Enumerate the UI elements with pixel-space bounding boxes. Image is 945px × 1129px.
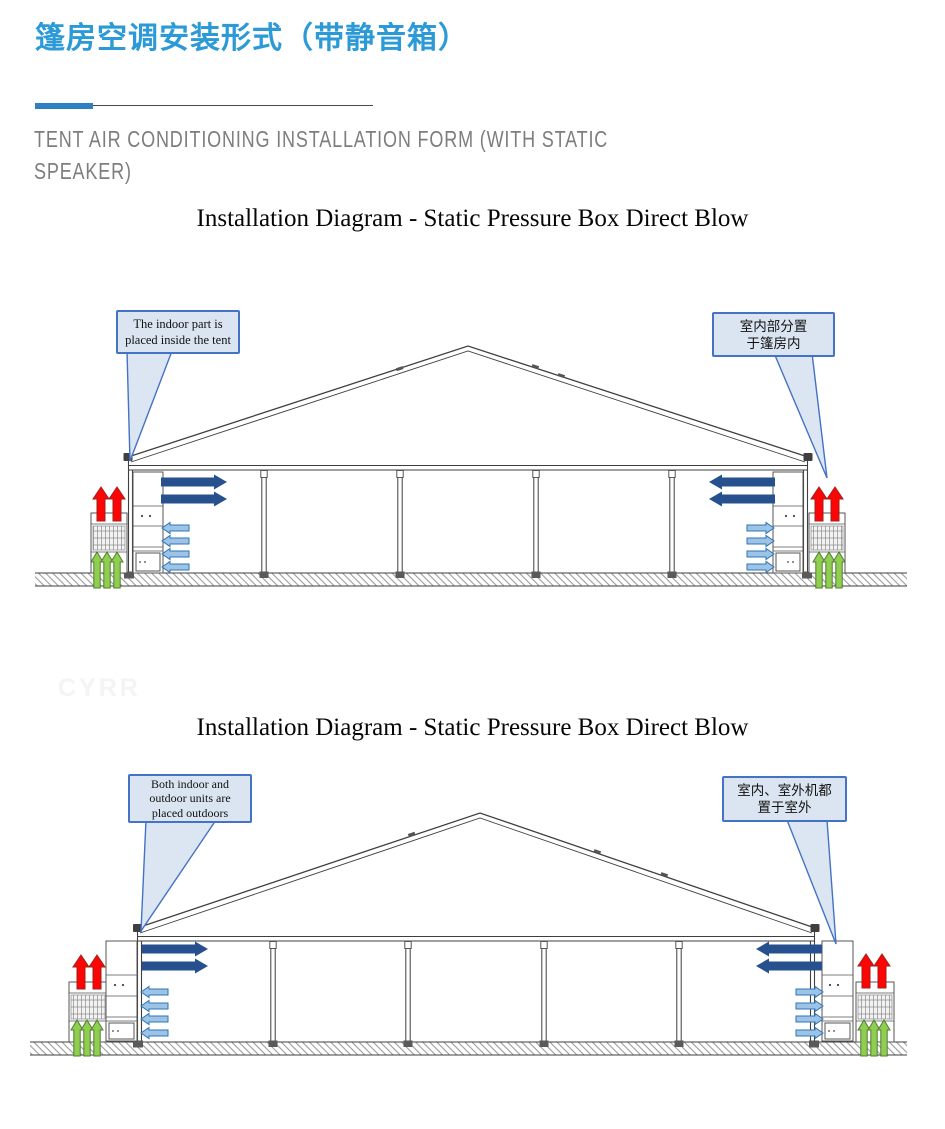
callout-line: The indoor part is <box>133 317 223 331</box>
return-air-arrow <box>140 1000 169 1012</box>
diagram-1-tent-cross-section <box>35 345 907 589</box>
return-air-arrow <box>795 986 824 998</box>
return-air-arrow <box>140 1027 169 1039</box>
ground <box>35 572 907 587</box>
return-air-arrow <box>746 548 775 560</box>
callout-line: 室内、室外机都 <box>737 783 832 798</box>
return-air-arrow <box>140 1013 169 1025</box>
interior-posts <box>268 941 684 1047</box>
supply-air-arrow <box>142 958 208 974</box>
diagram-2-tent-cross-section <box>30 812 907 1057</box>
diagram-2-right-callout: 室内、室外机都 置于室外 <box>722 776 847 822</box>
diagram-1-left-callout: The indoor part is placed inside the ten… <box>116 310 240 354</box>
diagram-2-title: Installation Diagram - Static Pressure B… <box>196 714 749 741</box>
supply-air-arrow <box>161 474 227 490</box>
return-air-arrow <box>161 561 190 573</box>
supply-air-arrow <box>161 491 227 507</box>
diagram-2-left-callout: Both indoor and outdoor units are placed… <box>128 774 252 823</box>
callout-line: placed outdoors <box>151 805 229 820</box>
page-subtitle-line2: SPEAKER) <box>34 158 132 184</box>
return-air-arrow <box>795 1013 824 1025</box>
diagram-1-right-callout: 室内部分置 于篷房内 <box>712 312 835 357</box>
supply-air-arrow <box>709 474 775 490</box>
callout-tail-right <box>772 352 828 479</box>
title-underline-accent <box>35 103 93 109</box>
return-air-arrow <box>746 561 775 573</box>
indoor-unit-right <box>821 940 854 1042</box>
diagram-1-title: Installation Diagram - Static Pressure B… <box>196 205 749 232</box>
supply-air-arrow <box>142 941 208 957</box>
supply-air-arrow <box>756 958 822 974</box>
interior-posts <box>259 470 677 578</box>
ground <box>30 1041 907 1056</box>
callout-line: placed inside the tent <box>125 333 231 347</box>
page-subtitle-line1: TENT AIR CONDITIONING INSTALLATION FORM … <box>34 126 609 152</box>
supply-air-arrow <box>709 491 775 507</box>
indoor-unit-left <box>132 471 164 574</box>
tent-frame <box>123 345 813 579</box>
return-air-arrow <box>795 1000 824 1012</box>
return-air-arrow <box>795 1027 824 1039</box>
callout-line: 于篷房内 <box>746 335 801 351</box>
supply-air-arrow <box>756 941 822 957</box>
tent-frame <box>133 812 820 1048</box>
return-air-arrow <box>161 535 190 547</box>
return-air-arrow <box>746 522 775 534</box>
indoor-unit-left <box>105 940 138 1042</box>
watermark: CYRR <box>58 674 141 702</box>
page-title: 篷房空调安装形式（带静音箱） <box>35 22 469 55</box>
callout-line: 置于室外 <box>757 800 812 815</box>
return-air-arrow <box>161 522 190 534</box>
callout-line: Both indoor and <box>151 776 229 791</box>
return-air-arrow <box>140 986 169 998</box>
callout-line: outdoor units are <box>149 791 231 806</box>
callout-line: 室内部分置 <box>739 318 808 334</box>
return-air-arrow <box>746 535 775 547</box>
indoor-unit-right <box>772 471 804 574</box>
return-air-arrow <box>161 548 190 560</box>
title-underline <box>35 105 373 106</box>
